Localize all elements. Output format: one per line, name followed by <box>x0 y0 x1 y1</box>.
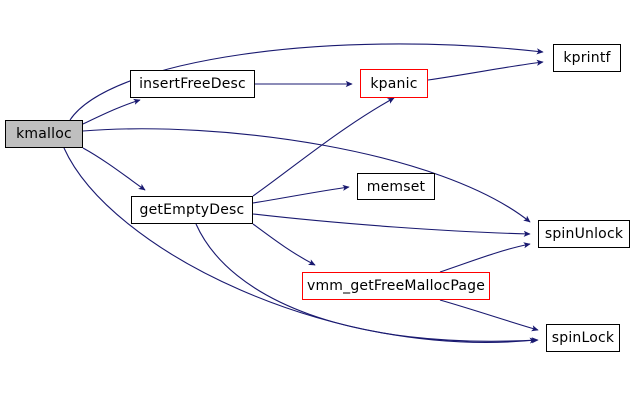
edge-vmm_getFreeMallocPage-to-spinLock <box>439 299 539 332</box>
edge-kmalloc-to-kprintf <box>69 43 544 121</box>
node-getEmptyDesc[interactable]: getEmptyDesc <box>131 196 253 224</box>
edge-kmalloc-to-spinLock <box>63 147 537 344</box>
node-kpanic[interactable]: kpanic <box>360 69 428 98</box>
node-label-kpanic: kpanic <box>370 75 418 92</box>
node-kprintf[interactable]: kprintf <box>553 44 621 72</box>
node-insertFreeDesc[interactable]: insertFreeDesc <box>130 70 255 98</box>
node-spinUnlock[interactable]: spinUnlock <box>538 220 630 248</box>
node-label-kprintf: kprintf <box>563 50 611 66</box>
node-kmalloc[interactable]: kmalloc <box>5 120 83 148</box>
edge-getEmptyDesc-to-spinLock <box>195 223 539 344</box>
edge-getEmptyDesc-to-memset <box>252 184 350 204</box>
edge-getEmptyDesc-to-spinUnlock <box>252 213 531 237</box>
node-spinLock[interactable]: spinLock <box>546 324 620 352</box>
node-label-spinLock: spinLock <box>551 330 615 346</box>
node-label-getEmptyDesc: getEmptyDesc <box>139 202 245 218</box>
node-memset[interactable]: memset <box>357 173 435 200</box>
node-vmm_getFreeMallocPage[interactable]: vmm_getFreeMallocPage <box>302 272 490 300</box>
edge-kmalloc-to-getEmptyDesc <box>82 147 146 191</box>
node-label-spinUnlock: spinUnlock <box>544 226 624 242</box>
edge-kmalloc-to-insertFreeDesc <box>82 98 141 125</box>
edge-getEmptyDesc-to-kpanic <box>252 97 395 197</box>
edge-vmm_getFreeMallocPage-to-spinUnlock <box>439 242 531 273</box>
node-label-vmm_getFreeMallocPage: vmm_getFreeMallocPage <box>306 278 486 294</box>
edge-getEmptyDesc-to-vmm_getFreeMallocPage <box>252 223 316 266</box>
node-label-insertFreeDesc: insertFreeDesc <box>139 76 246 92</box>
edge-kpanic-to-kprintf <box>427 59 544 81</box>
node-label-kmalloc: kmalloc <box>16 126 72 142</box>
node-label-memset: memset <box>366 178 426 195</box>
edge-kmalloc-to-spinUnlock <box>82 128 531 223</box>
